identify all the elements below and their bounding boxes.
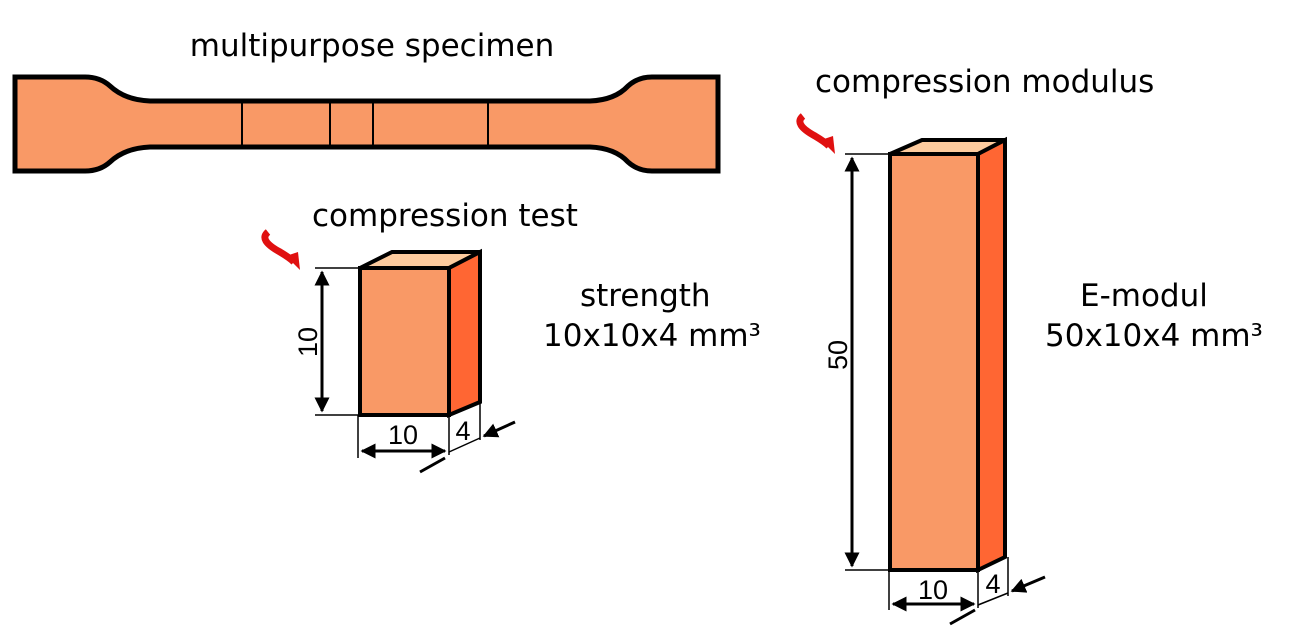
compression-modulus-title: compression modulus	[815, 64, 1154, 100]
small-block-size: 10x10x4 mm³	[543, 318, 761, 354]
compression-test-title: compression test	[312, 198, 578, 234]
multipurpose-specimen	[12, 74, 721, 174]
large-block-label: E-modul	[1080, 278, 1208, 314]
small-height-dim: 10	[293, 327, 323, 357]
large-block: 50 10 4	[796, 113, 1046, 626]
large-block-size: 50x10x4 mm³	[1045, 318, 1263, 354]
large-height-dim: 50	[823, 340, 853, 370]
small-width-dim: 10	[388, 420, 418, 450]
small-block-label: strength	[580, 278, 711, 314]
specimen-title: multipurpose specimen	[190, 28, 555, 64]
small-block: 10 10 4	[261, 229, 516, 474]
large-depth-dim: 4	[985, 569, 1000, 599]
small-depth-dim: 4	[455, 416, 470, 446]
large-width-dim: 10	[918, 575, 948, 605]
